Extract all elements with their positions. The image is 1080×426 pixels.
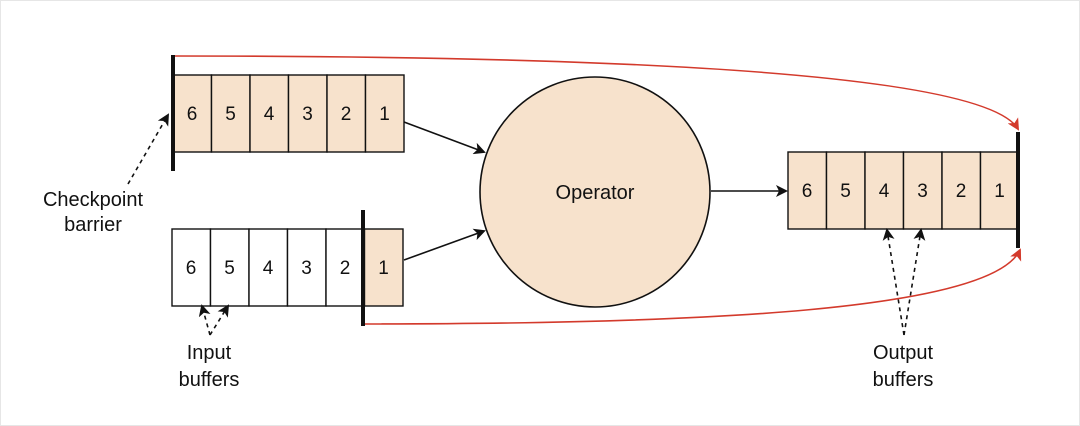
output-label-line2: buffers <box>873 369 934 391</box>
cell-value: 6 <box>802 181 813 202</box>
buffer-cell <box>325 228 366 307</box>
buffer-cell <box>209 228 250 307</box>
input-pointer-right <box>209 304 230 336</box>
cell-value: 6 <box>186 258 197 279</box>
cell-value: 3 <box>301 258 312 279</box>
bottom-input-buffer: 6 5 4 3 2 1 <box>171 228 404 307</box>
cell-value: 5 <box>225 104 236 125</box>
input-arrow-bottom <box>403 228 486 261</box>
cell-value: 3 <box>302 104 313 125</box>
cell-value: 3 <box>917 181 928 202</box>
buffer-cell <box>787 151 828 230</box>
operator-label: Operator <box>556 182 635 204</box>
output-buffer: 6 5 4 3 2 1 <box>787 151 1020 230</box>
buffer-cell <box>825 151 866 230</box>
checkpoint-label-line2: barrier <box>64 214 122 236</box>
cell-value: 6 <box>187 104 198 125</box>
cell-value: 5 <box>840 181 851 202</box>
barrier-line-bottom <box>362 248 1022 325</box>
cell-value: 2 <box>340 258 351 279</box>
input-pointer-left <box>198 304 211 336</box>
buffer-cell <box>364 74 405 153</box>
output-pointer-left <box>882 228 905 336</box>
buffer-cell <box>171 228 212 307</box>
input-arrow-top <box>403 121 486 155</box>
checkpoint-pointer <box>127 113 170 185</box>
cell-value: 4 <box>263 258 274 279</box>
buffer-cell <box>902 151 943 230</box>
input-label-line1: Input <box>187 342 232 364</box>
cell-value: 4 <box>879 181 890 202</box>
output-pointer-right <box>903 228 926 336</box>
buffer-cell <box>210 74 251 153</box>
cell-value: 2 <box>341 104 352 125</box>
cell-value: 1 <box>378 258 389 279</box>
top-input-buffer: 6 5 4 3 2 1 <box>172 74 405 153</box>
buffer-cell <box>249 74 290 153</box>
cell-value: 2 <box>956 181 967 202</box>
buffer-cell <box>941 151 982 230</box>
output-label-line1: Output <box>873 342 933 364</box>
buffer-cell <box>248 228 289 307</box>
buffer-cell <box>363 228 404 307</box>
operator-node <box>479 76 711 308</box>
input-label-line2: buffers <box>179 369 240 391</box>
checkpoint-label-line1: Checkpoint <box>43 189 144 211</box>
cell-value: 1 <box>994 181 1005 202</box>
barrier-line-top <box>172 55 1020 131</box>
cell-value: 4 <box>264 104 275 125</box>
cell-value: 5 <box>224 258 235 279</box>
buffer-cell <box>286 228 327 307</box>
cell-value: 1 <box>379 104 390 125</box>
